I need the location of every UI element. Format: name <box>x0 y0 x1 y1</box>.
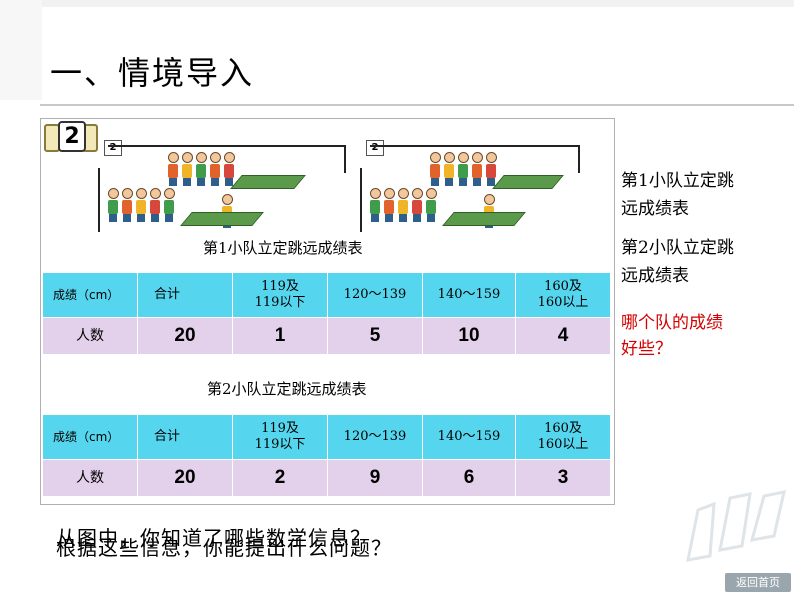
jump-mat-icon <box>230 175 306 189</box>
left-accent <box>0 0 42 100</box>
back-home-button[interactable]: 返回首页 <box>725 573 791 592</box>
top-bar <box>0 0 794 7</box>
table1-caption: 第1小队立定跳远成绩表 <box>203 239 363 257</box>
prompt-ask-question: 根据这些信息，你能提出什么问题？ <box>56 536 392 560</box>
count-label-cell: 人数 <box>42 459 138 497</box>
header-cell-range-c: 140～159 <box>422 272 516 318</box>
child-figure-icon <box>384 188 395 222</box>
child-figure-icon <box>164 188 175 222</box>
watermark-logo-icon <box>686 490 786 562</box>
child-figure-icon <box>472 152 483 186</box>
count-cell: 4 <box>515 317 611 355</box>
illustration-scene-2: 2 <box>360 140 610 232</box>
count-cell: 20 <box>137 317 233 355</box>
scene-frame <box>344 145 346 173</box>
count-cell: 6 <box>422 459 516 497</box>
jump-mat-icon <box>180 212 264 226</box>
row-header-cell: 成绩（cm） <box>42 414 138 460</box>
count-cell: 9 <box>327 459 423 497</box>
jump-mat-icon <box>492 175 564 189</box>
child-figure-icon <box>444 152 455 186</box>
child-figure-icon <box>224 152 235 186</box>
child-figure-icon <box>430 152 441 186</box>
count-cell: 2 <box>232 459 328 497</box>
child-figure-icon <box>412 188 423 222</box>
child-figure-icon <box>108 188 119 222</box>
header-cell-total: 合计 <box>137 414 233 460</box>
illustration-scene-1: 2 <box>98 140 348 232</box>
scene-frame <box>370 145 578 147</box>
scene-badge: 2 <box>366 140 384 156</box>
child-figure-icon <box>370 188 381 222</box>
scene-frame <box>108 145 344 147</box>
header-cell-total: 合计 <box>137 272 233 318</box>
title-divider <box>40 104 794 106</box>
row-header-cell: 成绩（cm） <box>42 272 138 318</box>
header-cell-range-b: 120～139 <box>327 272 423 318</box>
count-cell: 3 <box>515 459 611 497</box>
prompt-math-info: 从图中，你知道了哪些数学信息？ <box>56 526 371 550</box>
table2-caption: 第2小队立定跳远成绩表 <box>207 380 367 398</box>
header-cell-range-c: 140～159 <box>422 414 516 460</box>
child-figure-icon <box>182 152 193 186</box>
badge-number: 2 <box>58 121 86 152</box>
count-cell: 20 <box>137 459 233 497</box>
child-figure-icon <box>122 188 133 222</box>
scene-frame <box>578 145 580 173</box>
count-cell: 1 <box>232 317 328 355</box>
child-figure-icon <box>168 152 179 186</box>
comparison-question: 哪个队的成绩 好些？ <box>621 313 723 359</box>
count-cell: 10 <box>422 317 516 355</box>
child-figure-icon <box>196 152 207 186</box>
child-figure-icon <box>398 188 409 222</box>
child-figure-icon <box>486 152 497 186</box>
child-figure-icon <box>136 188 147 222</box>
count-cell: 5 <box>327 317 423 355</box>
jump-mat-icon <box>442 212 526 226</box>
scene-badge: 2 <box>104 140 122 156</box>
scene-frame <box>360 168 362 232</box>
child-figure-icon <box>150 188 161 222</box>
sidebar-note-table2: 第2小队立定跳 远成绩表 <box>621 238 734 286</box>
table-count-row: 人数 20 2 9 6 3 <box>42 459 611 497</box>
table-count-row: 人数 20 1 5 10 4 <box>42 317 611 355</box>
page-title: 一、情境导入 <box>50 54 255 92</box>
child-figure-icon <box>426 188 437 222</box>
header-cell-range-b: 120～139 <box>327 414 423 460</box>
sidebar-note-table1: 第1小队立定跳 远成绩表 <box>621 171 734 219</box>
child-figure-icon <box>458 152 469 186</box>
child-figure-icon <box>210 152 221 186</box>
scene-frame <box>98 168 100 232</box>
lesson-badge: 2 <box>44 116 98 156</box>
count-label-cell: 人数 <box>42 317 138 355</box>
